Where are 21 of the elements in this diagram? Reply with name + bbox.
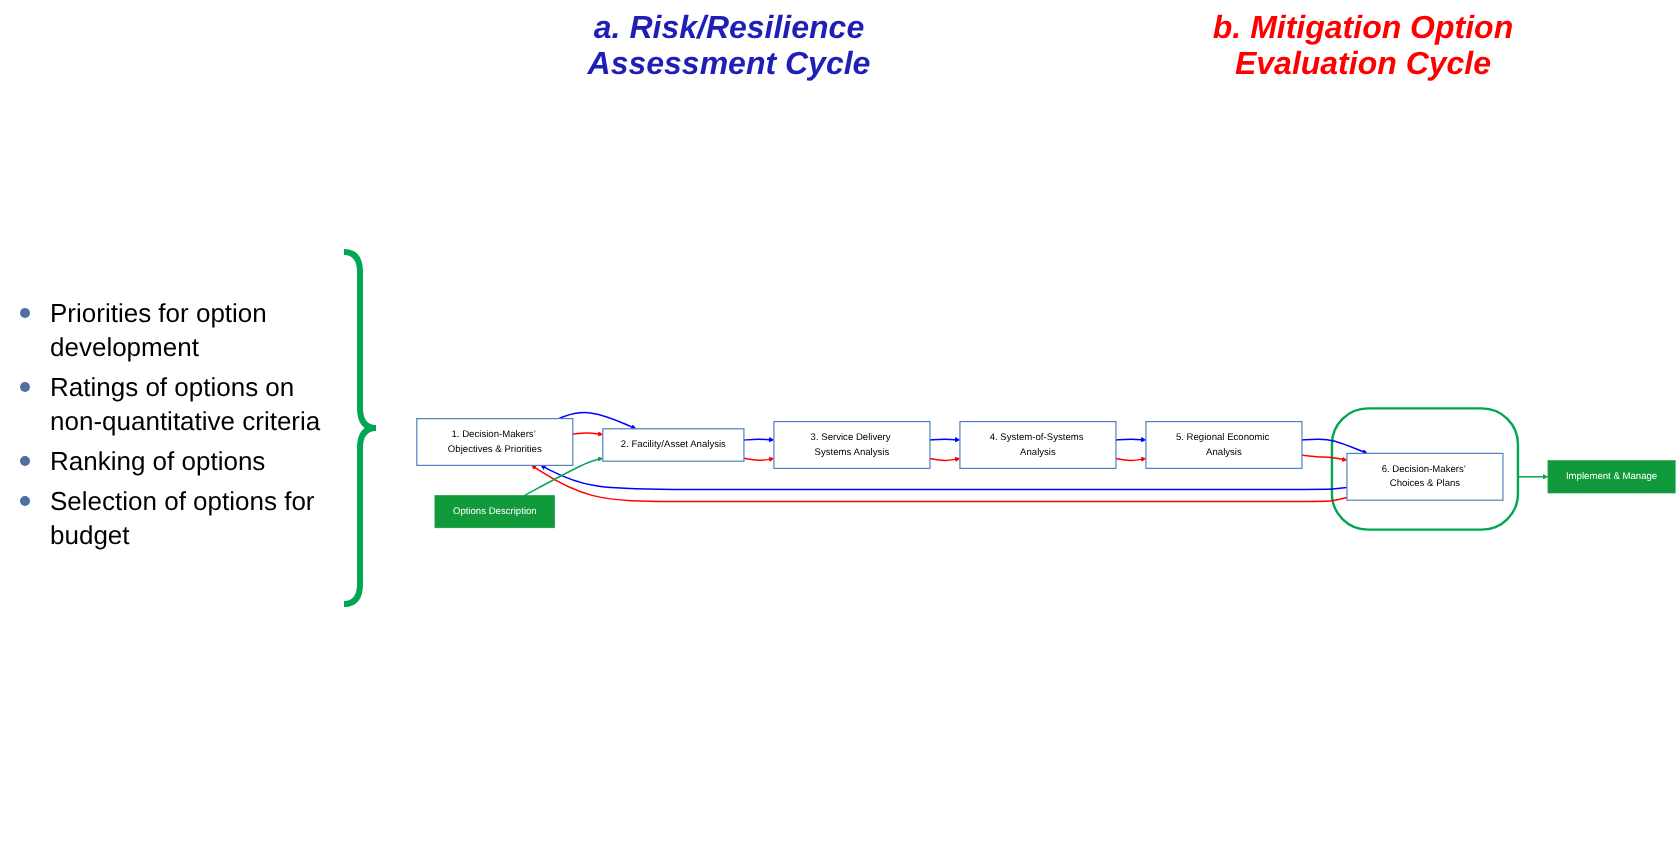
arrow (743, 456, 775, 462)
bullet-text: Ratings of options on non-quantitative criteria (50, 370, 323, 438)
arrow (1301, 438, 1368, 455)
arrow (1115, 437, 1147, 443)
arrow (743, 437, 775, 443)
arrow (572, 431, 604, 437)
arrow (929, 456, 961, 462)
arrow (1517, 474, 1549, 480)
cycle-title: a. Risk/Resilience Assessment Cycle (585, 12, 873, 84)
arrow (531, 465, 1348, 503)
bullet-text: Ranking of options (50, 444, 266, 478)
arrow (557, 411, 637, 430)
arrow (929, 437, 961, 443)
cycle-title: b. Mitigation Option Evaluation Cycle (1210, 12, 1516, 84)
cluster (1330, 407, 1520, 531)
bullet-text: Selection of options for budget (50, 484, 317, 552)
arrow (1115, 456, 1147, 462)
bullet-text: Priorities for option development (50, 296, 269, 364)
arrow (523, 456, 604, 497)
arrow (540, 465, 1348, 491)
arrow (1301, 454, 1348, 462)
